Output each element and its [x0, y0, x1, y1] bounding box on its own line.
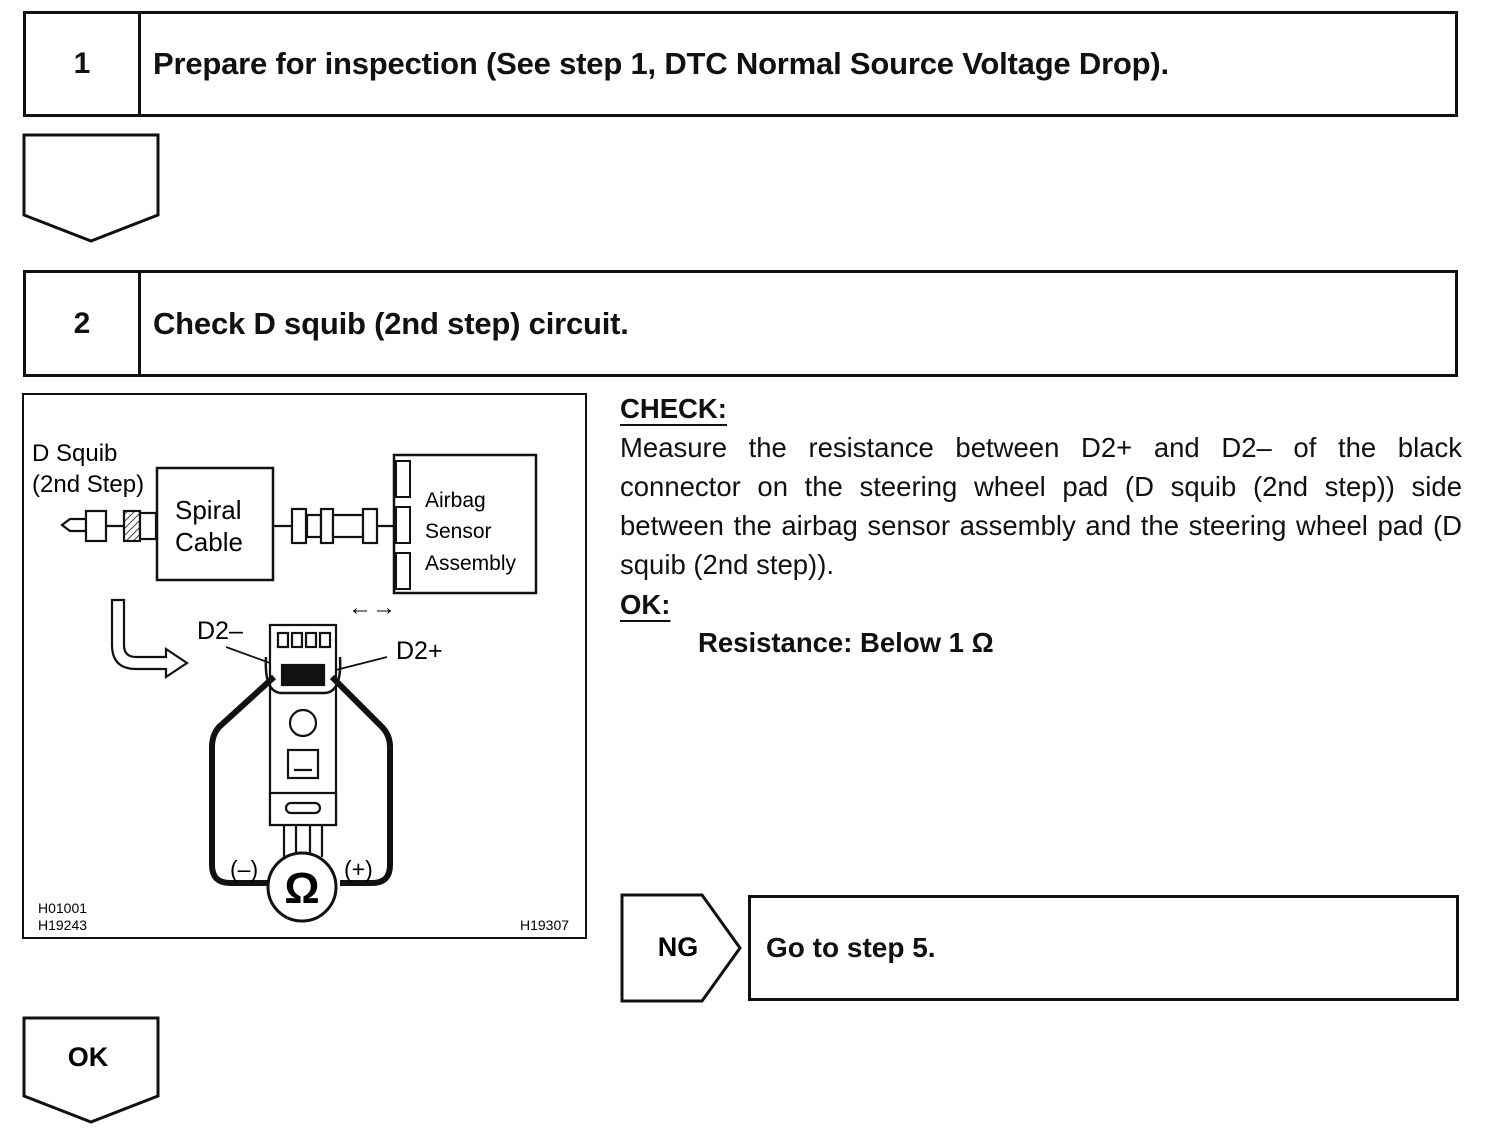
- connector-diagram: D Squib (2nd Step) Spiral Cable: [32, 440, 569, 933]
- probe-lead-minus: [209, 674, 277, 886]
- ok-arrow-label: OK: [68, 1042, 109, 1072]
- airbag-sensor-box: [392, 453, 538, 595]
- figure-code-1: H01001: [38, 900, 87, 916]
- figure-code-2: H19243: [38, 917, 87, 933]
- check-instructions: Measure the resistance between D2+ and D…: [620, 432, 1462, 580]
- ng-label: NG: [658, 932, 699, 962]
- step-1-title: Prepare for inspection (See step 1, DTC …: [153, 46, 1169, 81]
- ohm-symbol: Ω: [284, 864, 319, 913]
- d-squib-label: D Squib: [32, 440, 117, 467]
- probe-minus-label: (–): [230, 856, 258, 882]
- ng-result-box: Go to step 5.: [748, 895, 1459, 1001]
- probe-lead-plus: [329, 674, 393, 886]
- next-step-arrow: [22, 133, 160, 243]
- bent-arrow-icon: [110, 598, 189, 680]
- spiral-cable-label-2: Cable: [175, 527, 243, 557]
- terminal-d2-plus-label: D2+: [396, 637, 443, 665]
- step-1-number: 1: [26, 14, 141, 114]
- ok-specification: Resistance: Below 1 Ω: [698, 627, 994, 658]
- step-2-header: 2 Check D squib (2nd step) circuit.: [23, 270, 1458, 377]
- airbag-label-3: Assembly: [425, 552, 517, 575]
- step-1-header: 1 Prepare for inspection (See step 1, DT…: [23, 11, 1458, 117]
- ok-branch-arrow: OK: [22, 1016, 160, 1124]
- check-heading: CHECK:: [620, 393, 727, 424]
- circuit-illustration: D Squib (2nd Step) Spiral Cable: [22, 393, 587, 939]
- probe-plus-label: (+): [344, 856, 373, 882]
- ng-branch-arrow: NG: [620, 893, 742, 1003]
- airbag-label-1: Airbag: [425, 489, 486, 512]
- step-2-title: Check D squib (2nd step) circuit.: [153, 305, 629, 341]
- black-connector-icon: [264, 623, 342, 857]
- terminal-d2-minus-label: D2–: [197, 617, 243, 645]
- ohmmeter-icon: [266, 851, 338, 923]
- sensor-connector-slots: [395, 460, 411, 590]
- ok-heading: OK:: [620, 589, 671, 620]
- d-squib-sublabel: (2nd Step): [32, 471, 144, 498]
- disconnect-arrows: ←→: [348, 594, 396, 621]
- step-2-number: 2: [26, 273, 141, 374]
- spiral-cable-label-1: Spiral: [175, 495, 241, 525]
- spiral-cable-box: [155, 466, 275, 582]
- intermediate-connector-icon: [273, 507, 394, 545]
- airbag-label-2: Sensor: [425, 520, 492, 543]
- squib-connector-icon: [60, 509, 158, 543]
- figure-code-3: H19307: [520, 917, 569, 933]
